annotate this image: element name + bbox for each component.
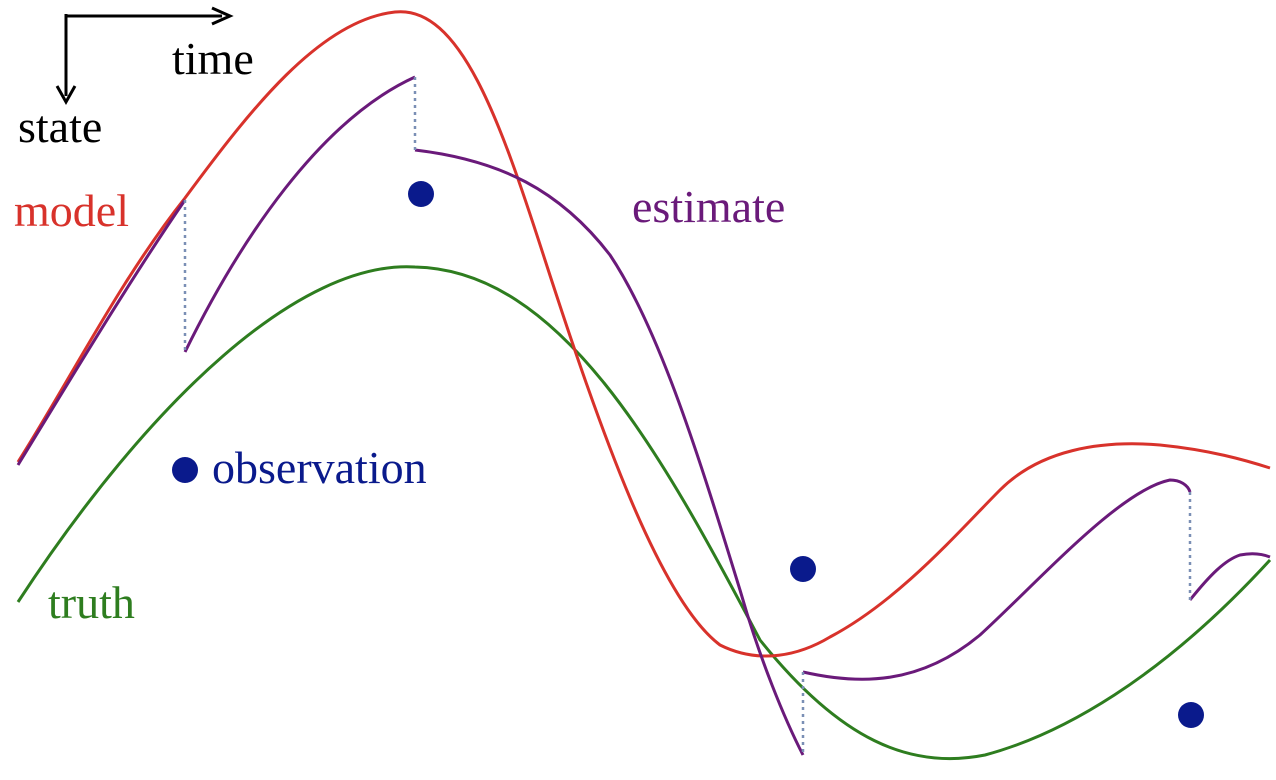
state-axis-label: state [18, 101, 102, 152]
estimate-curve [16, 75, 1271, 756]
estimate-segment-2 [183, 75, 416, 353]
state-arrowhead-icon [55, 85, 77, 106]
time-axis-label: time [172, 33, 254, 84]
axis-arrows [55, 6, 234, 106]
estimate-segment-3 [414, 148, 805, 756]
observation-dot-3 [1178, 702, 1204, 728]
observation-legend-dot [172, 457, 198, 483]
estimate-segment-5 [1188, 552, 1271, 601]
truth-label: truth [48, 577, 135, 628]
observations [172, 181, 1204, 728]
model-label: model [14, 185, 129, 236]
truth-curve [16, 265, 1272, 761]
model-curve [16, 10, 1271, 658]
estimate-label: estimate [632, 181, 785, 232]
observation-label: observation [212, 442, 427, 493]
observation-dot-2 [790, 556, 816, 582]
time-arrowhead-icon [211, 6, 234, 26]
analysis-jump-connectors [183, 77, 1192, 755]
estimate-segment-1 [16, 199, 187, 466]
observation-dot-1 [408, 181, 434, 207]
estimate-segment-4 [802, 478, 1192, 681]
